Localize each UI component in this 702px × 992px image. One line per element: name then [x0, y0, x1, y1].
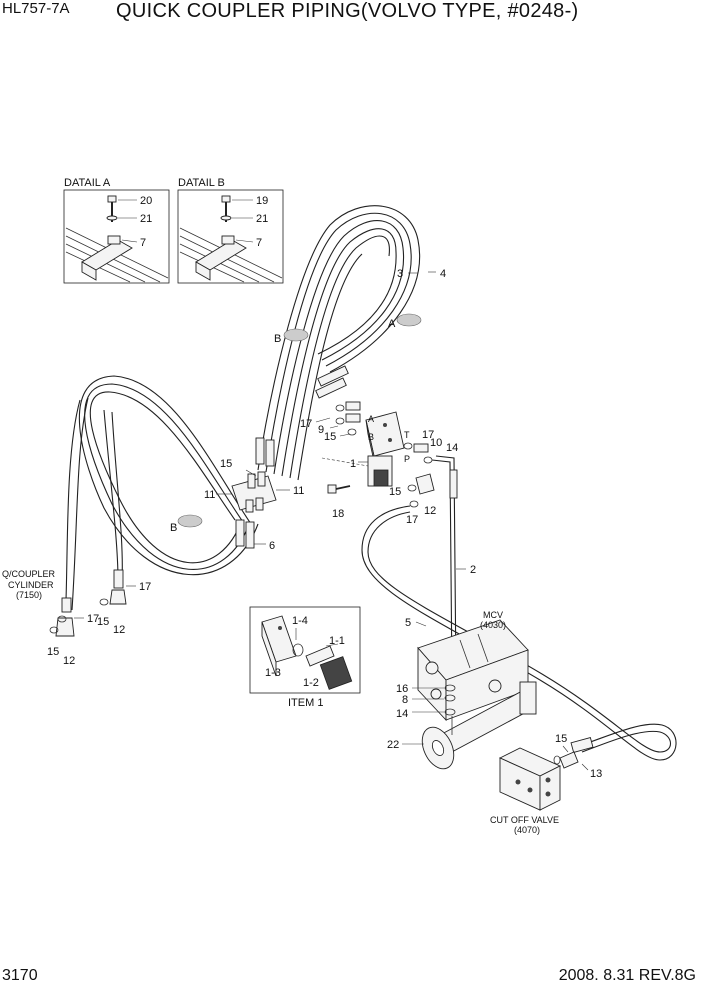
- callout-11-left: 11: [204, 489, 215, 501]
- detail-a: DATAIL A 20 21 7: [63, 177, 170, 284]
- cylinder-label-3: (7150): [16, 590, 42, 600]
- section-a-mark: [396, 313, 422, 327]
- callout-15-cyl-right: 15: [97, 616, 109, 628]
- page-number: 3170: [2, 967, 38, 984]
- callout-17-cyl-right: 17: [139, 581, 151, 593]
- section-b1-label: B: [274, 333, 281, 345]
- callout-12-valve: 12: [424, 505, 436, 517]
- oring-cyl-left-2: [49, 626, 59, 634]
- oring-cyl-left: [57, 615, 67, 623]
- section-b1-mark: [283, 328, 309, 342]
- callout-3: 3: [397, 268, 403, 280]
- detail-a-bolt: [106, 195, 118, 222]
- valve-fittings: [335, 401, 435, 508]
- callout-17-cyl-left: 17: [87, 613, 99, 625]
- detail-a-clamp: [81, 235, 133, 281]
- callout-4: 4: [440, 268, 446, 280]
- item-1-callout-1-3: 1-3: [265, 667, 281, 679]
- callout-14-mcv: 14: [396, 708, 408, 720]
- oring-cutoff: [553, 755, 561, 765]
- detail-a-callout-20: 20: [140, 195, 152, 207]
- solenoid-valve-1: [365, 411, 405, 487]
- callout-15-valve: 15: [324, 431, 336, 443]
- model-number: HL757-7A: [2, 0, 70, 17]
- mcv-block: [417, 619, 529, 722]
- detail-b-frame: [177, 189, 284, 284]
- callout-17-valve-right: 17: [422, 429, 434, 441]
- detail-a-title: DATAIL A: [64, 177, 111, 189]
- detail-b: DATAIL B 19 21 7: [177, 177, 284, 284]
- item-1-detail: [249, 606, 361, 694]
- fitting-cutoff: [559, 751, 579, 769]
- cutoff-label: CUT OFF VALVE: [490, 815, 559, 825]
- hose-6: [65, 375, 259, 611]
- callout-9: 9: [318, 424, 324, 436]
- cutoff-code: (4070): [514, 825, 540, 835]
- date-revision: 2008. 8.31 REV.8G: [558, 967, 696, 984]
- item-1-callout-1-1: 1-1: [329, 635, 345, 647]
- cylinder-fittings: [55, 569, 127, 637]
- item-1-callout-1-4: 1-4: [292, 615, 308, 627]
- callout-12-cyl-right: 12: [113, 624, 125, 636]
- callout-17-valve-lower: 17: [406, 514, 418, 526]
- cylinder-label-1: Q/COUPLER: [2, 569, 56, 579]
- item-1-frame: [249, 606, 361, 694]
- callout-13: 13: [590, 768, 602, 780]
- detail-a-callout-21: 21: [140, 213, 152, 225]
- section-b2-mark: [177, 514, 203, 528]
- callout-22: 22: [387, 739, 399, 751]
- detail-b-title: DATAIL B: [178, 177, 225, 189]
- section-b2-label: B: [170, 522, 177, 534]
- port-b-label: B: [368, 432, 374, 442]
- flange-tube-22: [421, 681, 537, 770]
- callout-15-cyl-left: 15: [47, 646, 59, 658]
- hose-3-4: [257, 205, 420, 481]
- callout-15-valve-lower: 15: [389, 486, 401, 498]
- cylinder-label-2: CYLINDER: [8, 580, 54, 590]
- port-t-label: T: [404, 430, 410, 440]
- detail-b-callout-19: 19: [256, 195, 268, 207]
- cutoff-valve: [498, 747, 562, 811]
- pipe-5: [361, 505, 677, 761]
- callout-16: 16: [396, 683, 408, 695]
- oring-cyl-right: [99, 598, 109, 606]
- section-a-label: A: [388, 318, 396, 330]
- detail-b-callout-7: 7: [256, 237, 262, 249]
- callout-15-bracket: 15: [220, 458, 232, 470]
- detail-a-callout-7: 7: [140, 237, 146, 249]
- mcv-label: MCV: [483, 610, 503, 620]
- callout-11-right: 11: [293, 485, 304, 497]
- bracket-11: [231, 471, 277, 513]
- callout-1: 1: [350, 458, 356, 470]
- callout-15-cutoff: 15: [555, 733, 567, 745]
- hose-fittings-upper: [255, 365, 349, 467]
- detail-a-frame: [63, 189, 170, 284]
- detail-b-bolt: [220, 195, 232, 222]
- callout-8: 8: [402, 694, 408, 706]
- callout-2: 2: [470, 564, 476, 576]
- detail-b-clamp: [195, 235, 247, 281]
- item-1-title: ITEM 1: [288, 697, 323, 709]
- hose-6-fitting-b: [245, 521, 255, 549]
- item-1-callout-1-2: 1-2: [303, 677, 319, 689]
- hose-6-fitting-a: [235, 519, 245, 547]
- callout-6: 6: [269, 540, 275, 552]
- callout-14-valve: 14: [446, 442, 458, 454]
- callout-18: 18: [332, 508, 344, 520]
- page-title: QUICK COUPLER PIPING(VOLVO TYPE, #0248-): [116, 0, 579, 22]
- callout-10: 10: [430, 437, 442, 449]
- callout-5: 5: [405, 617, 411, 629]
- mcv-code: (4030): [480, 620, 506, 630]
- port-a-label: A: [368, 414, 374, 424]
- detail-b-callout-21: 21: [256, 213, 268, 225]
- mcv-fittings: [444, 684, 456, 716]
- bolt-18: [327, 484, 351, 494]
- port-p-label: P: [404, 454, 410, 464]
- callout-12-cyl-left: 12: [63, 655, 75, 667]
- callout-17-valve-top: 17: [300, 418, 312, 430]
